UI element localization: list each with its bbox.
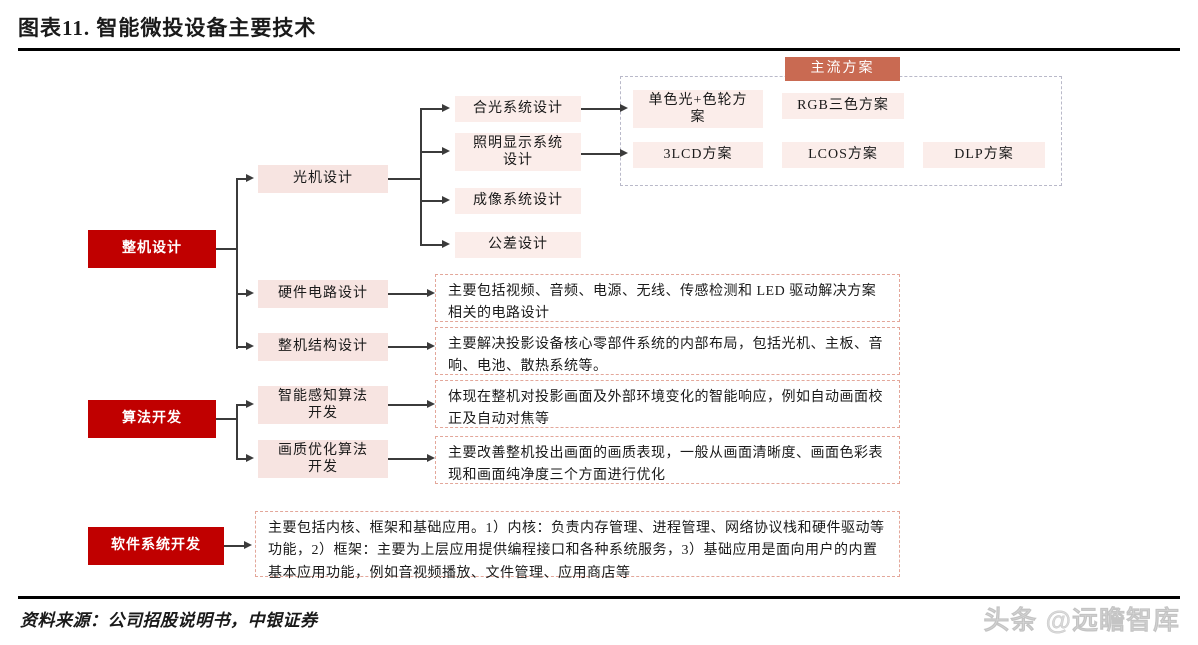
node-label-line1: 单色光+色轮方 xyxy=(648,92,748,108)
node-imaging-system-design[interactable]: 成像系统设计 xyxy=(455,188,581,214)
node-label-line1: 画质优化算法 xyxy=(278,442,368,458)
connector-line xyxy=(388,293,430,295)
arrow-head xyxy=(427,289,435,297)
node-light-combining-system-design[interactable]: 合光系统设计 xyxy=(455,96,581,122)
node-algorithm-development[interactable]: 算法开发 xyxy=(88,400,216,438)
arrow-head xyxy=(442,196,450,204)
connector-line xyxy=(581,108,623,110)
arrow-head xyxy=(246,342,254,350)
connector-line xyxy=(420,200,444,202)
connector-line xyxy=(236,404,238,459)
top-rule xyxy=(18,48,1180,51)
desc-software-system: 主要包括内核、框架和基础应用。1）内核：负责内存管理、进程管理、网络协议栈和硬件… xyxy=(255,511,900,581)
desc-hardware-circuit: 主要包括视频、音频、电源、无线、传感检测和 LED 驱动解决方案相关的电路设计 xyxy=(435,274,900,322)
connector-line xyxy=(420,244,444,246)
arrow-head xyxy=(620,149,628,157)
node-rgb-three-color[interactable]: RGB三色方案 xyxy=(782,93,904,119)
node-label-line2: 开发 xyxy=(308,460,338,475)
node-label-line1: 智能感知算法 xyxy=(278,388,368,404)
node-machine-structure-design[interactable]: 整机结构设计 xyxy=(258,333,388,361)
arrow-head xyxy=(427,342,435,350)
connector-line xyxy=(388,458,430,460)
arrow-head xyxy=(244,541,252,549)
desc-smart-perception: 体现在整机对投影画面及外部环境变化的智能响应，例如自动画面校正及自动对焦等 xyxy=(435,380,900,428)
arrow-head xyxy=(442,104,450,112)
arrow-head xyxy=(246,454,254,462)
connector-line xyxy=(216,418,238,420)
arrow-head xyxy=(427,400,435,408)
node-label-line2: 开发 xyxy=(308,406,338,421)
node-whole-machine-design[interactable]: 整机设计 xyxy=(88,230,216,268)
node-smart-perception-algorithm[interactable]: 智能感知算法 开发 xyxy=(258,386,388,424)
source-note: 资料来源：公司招股说明书，中银证券 xyxy=(20,611,318,630)
connector-line xyxy=(236,179,238,349)
connector-line xyxy=(224,545,246,547)
connector-line xyxy=(420,108,444,110)
node-tolerance-design[interactable]: 公差设计 xyxy=(455,232,581,258)
arrow-head xyxy=(246,289,254,297)
watermark: 头条 @远瞻智库 xyxy=(983,605,1180,635)
connector-line xyxy=(236,458,248,460)
connector-line xyxy=(236,293,248,295)
connector-line xyxy=(236,178,248,180)
node-3lcd-solution[interactable]: 3LCD方案 xyxy=(633,142,763,168)
node-mono-light-color-wheel[interactable]: 单色光+色轮方 案 xyxy=(633,90,763,128)
desc-machine-structure: 主要解决投影设备核心零部件系统的内部布局，包括光机、主板、音响、电池、散热系统等… xyxy=(435,327,900,375)
arrow-head xyxy=(427,454,435,462)
arrow-head xyxy=(442,147,450,155)
mainstream-header: 主流方案 xyxy=(785,57,900,81)
connector-line xyxy=(236,346,248,348)
connector-line xyxy=(420,151,444,153)
desc-image-quality: 主要改善整机投出画面的画质表现，一般从画面清晰度、画面色彩表现和画面纯净度三个方… xyxy=(435,436,900,484)
connector-line xyxy=(388,178,422,180)
connector-line xyxy=(236,404,248,406)
node-dlp-solution[interactable]: DLP方案 xyxy=(923,142,1045,168)
arrow-head xyxy=(620,104,628,112)
connector-line xyxy=(420,108,422,246)
page-title: 图表11. 智能微投设备主要技术 xyxy=(18,16,317,40)
arrow-head xyxy=(246,400,254,408)
connector-line xyxy=(388,346,430,348)
node-image-quality-algorithm[interactable]: 画质优化算法 开发 xyxy=(258,440,388,478)
node-lcos-solution[interactable]: LCOS方案 xyxy=(782,142,904,168)
node-hardware-circuit-design[interactable]: 硬件电路设计 xyxy=(258,280,388,308)
connector-line xyxy=(388,404,430,406)
bottom-rule xyxy=(18,596,1180,599)
node-optical-engine-design[interactable]: 光机设计 xyxy=(258,165,388,193)
node-label-line2: 案 xyxy=(690,110,706,125)
connector-line xyxy=(581,153,623,155)
node-software-system-development[interactable]: 软件系统开发 xyxy=(88,527,224,565)
node-label-line2: 设计 xyxy=(503,153,533,168)
node-illumination-display-system-design[interactable]: 照明显示系统 设计 xyxy=(455,133,581,171)
arrow-head xyxy=(442,240,450,248)
arrow-head xyxy=(246,174,254,182)
connector-line xyxy=(216,248,238,250)
node-label-line1: 照明显示系统 xyxy=(473,135,563,151)
